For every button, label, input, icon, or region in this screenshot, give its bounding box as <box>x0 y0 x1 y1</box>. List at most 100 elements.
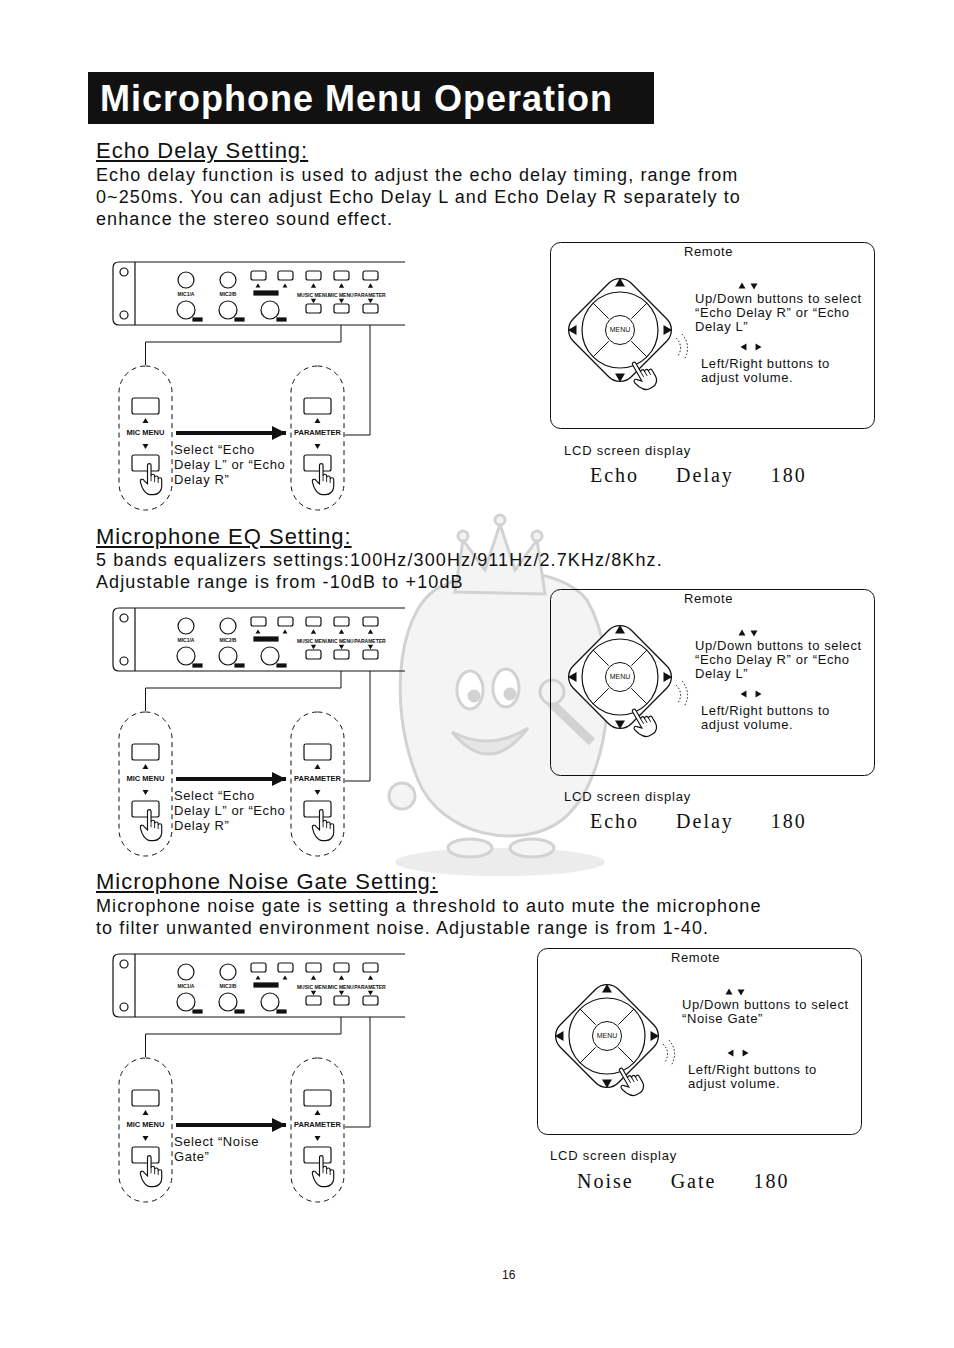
panel-tag <box>193 318 202 321</box>
arrow-symbol <box>568 672 577 682</box>
knob <box>220 618 236 634</box>
page-number: 16 <box>502 1268 515 1282</box>
button <box>132 801 159 817</box>
button-name: MIC MENU <box>118 428 173 438</box>
remote-outline <box>538 949 862 1135</box>
arrow-symbol <box>257 977 260 979</box>
panel-tag <box>235 1010 244 1013</box>
remote-instruction: Up/Down buttons to select “Echo Delay R”… <box>695 639 865 681</box>
remote-heading: Remote <box>537 951 854 965</box>
button-name: MIC MENU <box>118 1120 173 1130</box>
panel-tag <box>254 291 278 295</box>
section-heading: Microphone Noise Gate Setting: <box>96 869 438 895</box>
remote-heading: Remote <box>550 592 867 606</box>
panel-button <box>278 617 293 626</box>
panel-button <box>306 617 321 626</box>
button <box>304 455 331 471</box>
knob <box>261 993 279 1011</box>
panel-button <box>306 650 321 659</box>
arrow-symbol <box>143 1110 149 1115</box>
arrow-symbol <box>615 278 625 287</box>
knob-label: MIC2/B <box>220 983 237 989</box>
arrow-symbol <box>312 284 315 287</box>
arrow-symbol <box>143 444 149 449</box>
panel-button <box>251 617 266 626</box>
arrow-symbol <box>340 299 343 302</box>
arrow-symbol <box>555 1031 564 1041</box>
panel-tag <box>235 664 244 667</box>
pointing-hand <box>140 1156 161 1187</box>
dpad-divider <box>580 1047 596 1063</box>
remote-instruction: Left/Right buttons to adjust volume. <box>688 1063 850 1091</box>
arrow-symbol <box>143 418 149 423</box>
button-name: MENU <box>606 316 634 344</box>
panel-button <box>334 963 349 972</box>
button <box>132 455 159 471</box>
tap-marks <box>676 681 688 707</box>
panel-button <box>363 304 378 313</box>
body-text: enhance the stereo sound effect. <box>96 208 393 230</box>
dpad-ring <box>582 292 658 368</box>
arrow-symbol <box>726 989 733 995</box>
remote-heading: Remote <box>550 245 867 259</box>
pointing-hand <box>140 464 161 495</box>
button-oval-outline <box>118 711 173 857</box>
arrow-symbol <box>315 1110 321 1115</box>
remote-box-outline <box>550 589 875 776</box>
arrow-symbol <box>340 284 343 287</box>
pointing-hand <box>312 810 333 841</box>
dashed-outline <box>119 1058 172 1202</box>
knob-label: MIC1/A <box>178 291 195 297</box>
arrow-symbol <box>664 672 673 682</box>
flow-arrow <box>176 777 286 781</box>
button-label: PARAMETER <box>354 292 385 298</box>
dpad-divider <box>631 688 647 704</box>
wire-line <box>345 671 370 781</box>
panel-button <box>363 996 378 1005</box>
panel-button <box>306 271 321 280</box>
body-text: to filter unwanted environment noise. Ad… <box>96 917 709 939</box>
flow-arrow <box>176 431 286 435</box>
dpad-divider <box>593 341 609 357</box>
arrow-symbol <box>312 976 315 979</box>
panel-button <box>251 963 266 972</box>
button <box>304 801 331 817</box>
menu-button: MENU <box>605 662 635 692</box>
arrow-symbol <box>315 1136 321 1141</box>
button-label: PARAMETER <box>354 638 385 644</box>
button <box>304 1147 331 1163</box>
knob-label: MIC2/B <box>220 291 237 297</box>
rack-hole <box>120 268 128 276</box>
panel-button <box>363 963 378 972</box>
button-oval: PARAMETER <box>290 1057 345 1203</box>
dpad-divider <box>631 303 647 319</box>
knob <box>177 993 195 1011</box>
button <box>304 744 331 760</box>
remote-outline <box>551 243 875 429</box>
pointing-hand <box>140 810 161 841</box>
wire-line <box>146 671 342 711</box>
button-oval-outline <box>290 1057 345 1203</box>
device-panel: MIC1/AMIC2/BMUSIC MENUMIC MENUPARAMETER <box>113 262 405 325</box>
knob <box>219 993 237 1011</box>
display-caption: LCD screen display <box>564 789 691 805</box>
menu-button: MENU <box>605 315 635 345</box>
button <box>304 1090 331 1106</box>
arrow-symbol <box>143 764 149 769</box>
remote-instruction: Up/Down buttons to select “Echo Delay R”… <box>695 292 865 334</box>
wire-line <box>146 1017 342 1057</box>
pointing-hand <box>625 356 659 394</box>
dpad-ring <box>582 639 658 715</box>
arrow-symbol <box>602 1080 612 1089</box>
remote-outline <box>551 590 875 776</box>
panel-button <box>363 650 378 659</box>
panel-body <box>113 262 405 325</box>
arrow-symbol <box>284 631 287 633</box>
panel-button <box>278 963 293 972</box>
dashed-outline <box>291 712 344 856</box>
button-oval-outline <box>118 365 173 511</box>
arrow-symbol <box>340 991 343 994</box>
button-label: MIC MENU <box>328 292 353 298</box>
body-text: 5 bands equalizers settings:100Hz/300Hz/… <box>96 549 663 571</box>
dashed-outline <box>291 366 344 510</box>
